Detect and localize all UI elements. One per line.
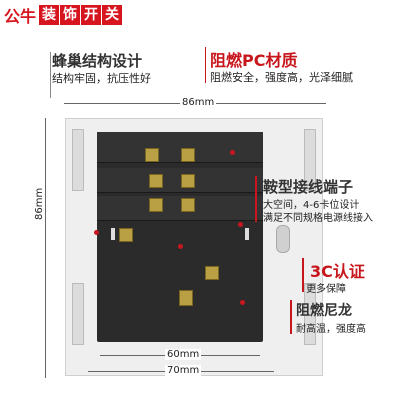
terminal-row-3 bbox=[97, 196, 263, 221]
brand-char-3: 开 bbox=[81, 5, 102, 25]
notch-mark bbox=[245, 228, 249, 240]
terminal-screw bbox=[145, 148, 159, 162]
honeycomb-leader bbox=[50, 52, 51, 98]
terminal-screw bbox=[181, 148, 195, 162]
terminal-screw bbox=[149, 198, 163, 212]
top-dimension-label: 86mm bbox=[180, 97, 217, 108]
terminal-screw bbox=[179, 290, 193, 306]
panel-clip-top-right bbox=[304, 129, 316, 191]
callout-dot bbox=[240, 300, 245, 305]
cert-title: 3C认证 bbox=[310, 262, 365, 281]
switch-body bbox=[97, 132, 263, 342]
terminal-subtitle-2: 满足不同规格电源线接入 bbox=[263, 213, 373, 224]
callout-dot bbox=[178, 244, 183, 249]
terminal-screw bbox=[205, 266, 219, 280]
terminal-leader-bar bbox=[255, 176, 257, 222]
terminal-row-1 bbox=[97, 132, 263, 163]
callout-dot bbox=[230, 150, 235, 155]
callout-dot bbox=[238, 222, 243, 227]
panel-clip-top-left bbox=[72, 129, 84, 191]
side-dimension-label: 86mm bbox=[34, 185, 45, 222]
brand-char-1: 装 bbox=[39, 5, 60, 25]
brand-char-2: 饰 bbox=[60, 5, 81, 25]
panel-clip-bottom-right bbox=[304, 283, 316, 345]
nylon-subtitle: 耐高温，强度高 bbox=[296, 324, 366, 335]
cert-subtitle: 更多保障 bbox=[306, 284, 346, 295]
panel-clip-bottom-left bbox=[72, 283, 84, 345]
brand-name: 公牛 bbox=[4, 7, 37, 26]
brand-logo: 公牛 装 饰 开 关 bbox=[4, 4, 123, 26]
nylon-title: 阻燃尼龙 bbox=[296, 303, 352, 319]
nylon-leader-bar bbox=[290, 300, 292, 334]
brand-char-4: 关 bbox=[102, 5, 123, 25]
notch-mark bbox=[111, 228, 115, 240]
screw-hole-right bbox=[276, 225, 290, 253]
terminal-screw bbox=[181, 174, 195, 188]
callout-dot bbox=[94, 230, 99, 235]
honeycomb-subtitle: 结构牢固，抗压性好 bbox=[52, 72, 151, 85]
terminal-screw bbox=[119, 228, 133, 242]
bottom-outer-dimension-label: 70mm bbox=[165, 365, 202, 376]
terminal-screw bbox=[181, 198, 195, 212]
bottom-inner-dimension-label: 60mm bbox=[165, 349, 202, 360]
pc-material-title: 阻燃PC材质 bbox=[210, 51, 298, 70]
terminal-screw bbox=[149, 174, 163, 188]
cert-leader-bar bbox=[302, 258, 304, 292]
terminal-subtitle-1: 大空间，4-6卡位设计 bbox=[263, 200, 360, 211]
terminal-title: 鞍型接线端子 bbox=[263, 178, 354, 196]
honeycomb-title: 蜂巢结构设计 bbox=[52, 52, 143, 70]
side-dimension-line bbox=[45, 118, 46, 378]
pc-leader-bar bbox=[205, 47, 206, 83]
pc-material-subtitle: 阻燃安全，强度高，光泽细腻 bbox=[210, 71, 353, 84]
terminal-row-2 bbox=[97, 168, 263, 193]
